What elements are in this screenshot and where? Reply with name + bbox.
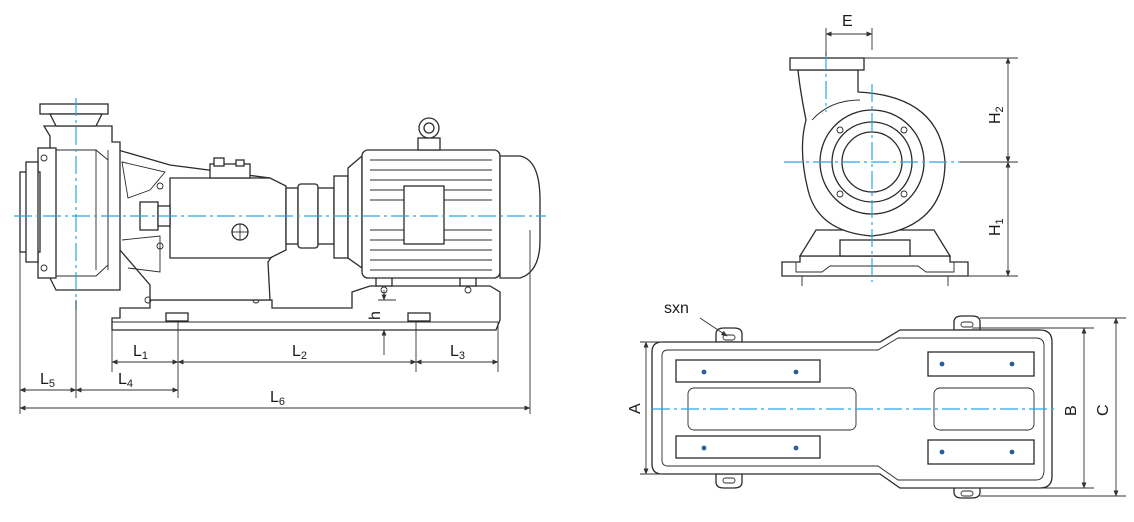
front-view: E H2 H1 bbox=[781, 13, 1018, 286]
mounting-holes bbox=[701, 361, 1015, 455]
base-pad-3 bbox=[927, 351, 1035, 377]
motor-flange bbox=[347, 154, 363, 270]
terminal-box bbox=[403, 185, 445, 245]
suction-flange-outer bbox=[37, 147, 57, 279]
discharge-flange bbox=[39, 103, 109, 115]
front-discharge-flange bbox=[789, 57, 865, 71]
dim-h1: H1 bbox=[987, 218, 1006, 236]
dim-a: A bbox=[627, 403, 644, 414]
lifting-eye-base bbox=[417, 137, 441, 151]
base-plan-view: sxn A B C bbox=[627, 300, 1126, 499]
dim-l5: L5 bbox=[40, 371, 55, 390]
dim-l4: L4 bbox=[118, 371, 133, 390]
motor-fan-cover bbox=[499, 155, 541, 279]
dim-h2: H2 bbox=[987, 106, 1006, 124]
side-view: h L1 L2 L3 L5 L4 L6 bbox=[14, 98, 546, 414]
dim-e: E bbox=[842, 13, 853, 30]
dim-l1: L1 bbox=[133, 343, 148, 362]
dim-l3: L3 bbox=[450, 343, 465, 362]
base-pad-1 bbox=[675, 359, 821, 383]
dim-l2: L2 bbox=[292, 343, 307, 362]
base-pad-4 bbox=[927, 439, 1035, 465]
dim-b: B bbox=[1063, 405, 1080, 416]
bearing-housing bbox=[169, 177, 287, 259]
base-pad-2 bbox=[675, 435, 821, 459]
hole-spec-label: sxn bbox=[664, 300, 689, 317]
dim-c: C bbox=[1095, 404, 1112, 416]
dim-l6: L6 bbox=[270, 389, 285, 408]
dim-h: h bbox=[367, 311, 384, 320]
